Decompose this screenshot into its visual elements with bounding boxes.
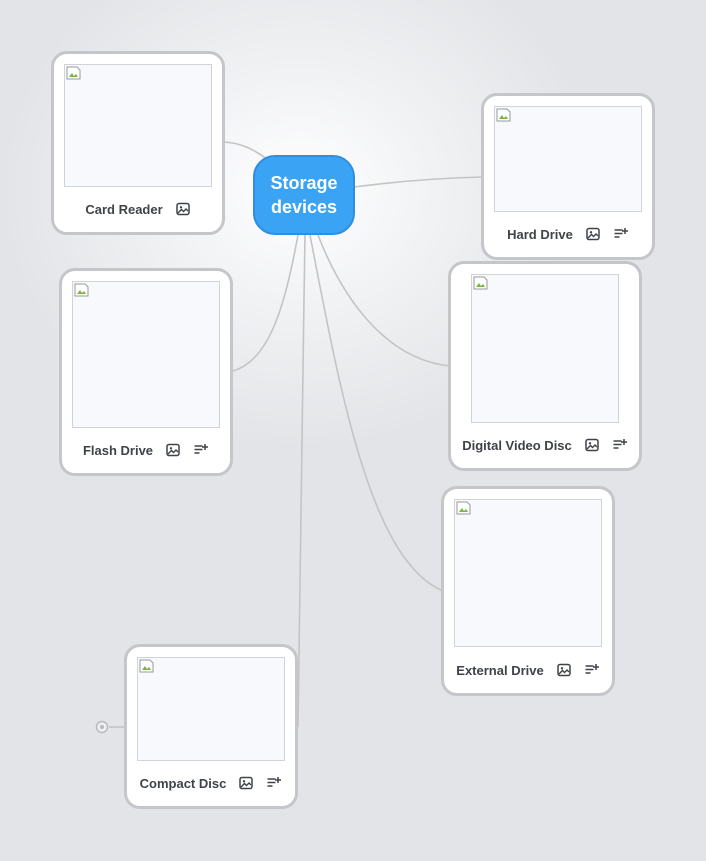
topic-compact-disc[interactable]: Compact Disc bbox=[124, 644, 298, 809]
collapse-toggle-icon[interactable] bbox=[95, 720, 109, 734]
notes-icon[interactable] bbox=[193, 442, 209, 458]
topic-label: Flash Drive bbox=[82, 442, 154, 458]
broken-image-icon bbox=[66, 66, 81, 80]
topic-hard-drive[interactable]: Hard Drive bbox=[481, 93, 655, 260]
topic-image-placeholder bbox=[72, 281, 220, 428]
connector-hard-drive bbox=[353, 176, 483, 188]
topic-image-placeholder bbox=[494, 106, 642, 212]
connector-external-drive bbox=[309, 234, 444, 592]
image-icon[interactable] bbox=[165, 442, 181, 458]
topic-label: External Drive bbox=[456, 662, 544, 678]
notes-icon[interactable] bbox=[613, 226, 629, 242]
topic-image-placeholder bbox=[471, 274, 619, 423]
topic-label: Compact Disc bbox=[139, 775, 227, 791]
image-icon[interactable] bbox=[556, 662, 572, 678]
connector-digital-video-disc bbox=[317, 234, 451, 367]
connector-flash-drive bbox=[232, 234, 299, 372]
topic-digital-video-disc[interactable]: Digital Video Disc bbox=[448, 261, 642, 471]
central-topic-label: Storage devices bbox=[270, 173, 338, 217]
topic-image-placeholder bbox=[137, 657, 285, 761]
image-icon[interactable] bbox=[238, 775, 254, 791]
topic-external-drive[interactable]: External Drive bbox=[441, 486, 615, 696]
topic-image-placeholder bbox=[64, 64, 212, 187]
topic-label: Hard Drive bbox=[507, 226, 573, 242]
broken-image-icon bbox=[473, 276, 488, 290]
topic-card-reader[interactable]: Card Reader bbox=[51, 51, 225, 235]
broken-image-icon bbox=[139, 659, 154, 673]
notes-icon[interactable] bbox=[612, 437, 628, 453]
broken-image-icon bbox=[74, 283, 89, 297]
topic-label: Digital Video Disc bbox=[462, 437, 572, 453]
broken-image-icon bbox=[496, 108, 511, 122]
central-topic[interactable]: Storage devices bbox=[253, 155, 355, 235]
topic-image-placeholder bbox=[454, 499, 602, 647]
connector-card-reader bbox=[223, 141, 269, 161]
image-icon[interactable] bbox=[175, 201, 191, 217]
broken-image-icon bbox=[456, 501, 471, 515]
notes-icon[interactable] bbox=[266, 775, 282, 791]
image-icon[interactable] bbox=[585, 226, 601, 242]
connector-compact-disc bbox=[297, 234, 306, 728]
topic-flash-drive[interactable]: Flash Drive bbox=[59, 268, 233, 476]
topic-label: Card Reader bbox=[85, 201, 163, 217]
notes-icon[interactable] bbox=[584, 662, 600, 678]
image-icon[interactable] bbox=[584, 437, 600, 453]
